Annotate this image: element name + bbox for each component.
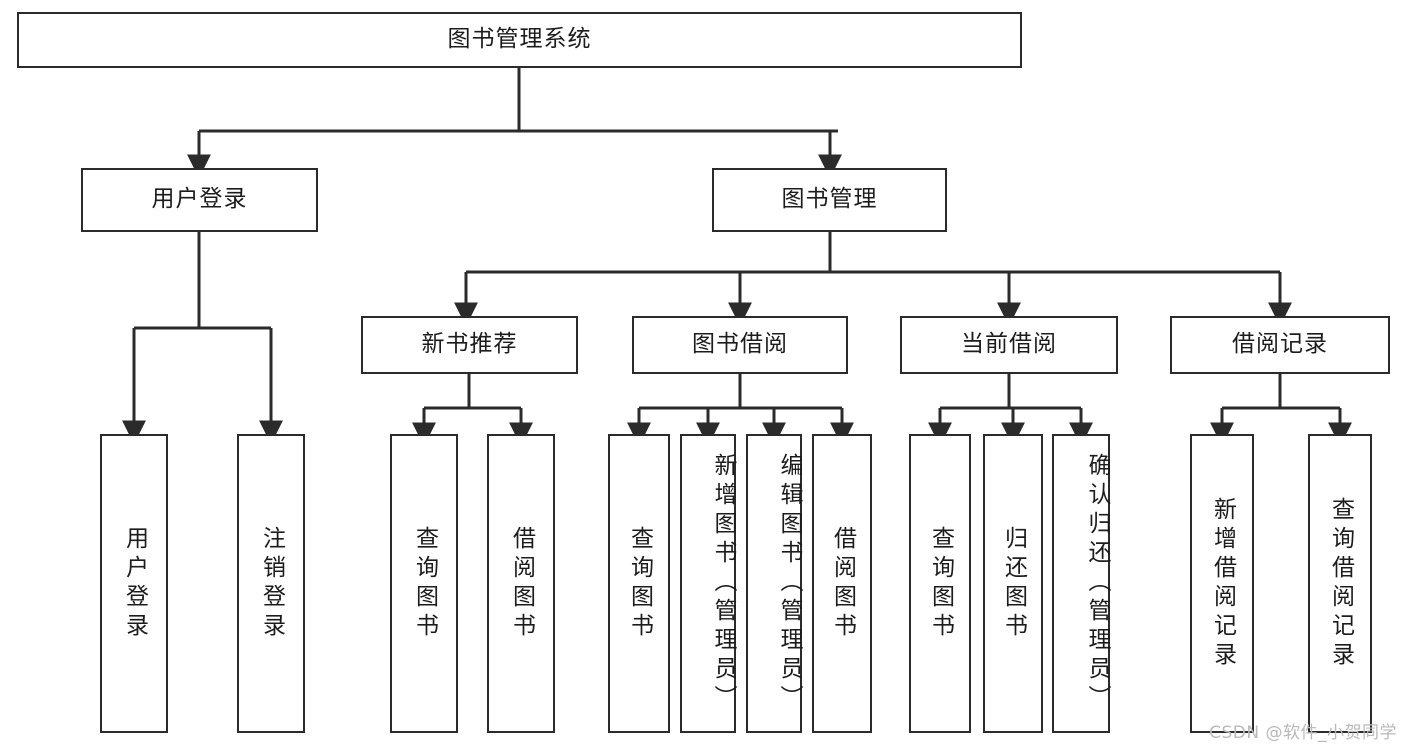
node-user-login[interactable]: 用户登录 xyxy=(81,168,318,232)
node-leaf-query-book-3[interactable]: 查询图书 xyxy=(909,434,971,733)
node-leaf-query-book-3-label: 查询图书 xyxy=(927,525,954,642)
node-new-book-recommend-label: 新书推荐 xyxy=(421,331,518,358)
node-root-label: 图书管理系统 xyxy=(447,26,592,53)
node-leaf-user-logout[interactable]: 注销登录 xyxy=(237,434,305,733)
node-leaf-return-book[interactable]: 归还图书 xyxy=(983,434,1043,733)
node-leaf-borrow-book-2[interactable]: 借阅图书 xyxy=(812,434,872,733)
node-leaf-add-book-admin[interactable]: 新增图书（管理员） xyxy=(680,434,736,733)
node-leaf-edit-book-admin[interactable]: 编辑图书（管理员） xyxy=(746,434,802,733)
node-leaf-query-book-2[interactable]: 查询图书 xyxy=(608,434,670,733)
node-leaf-return-book-label: 归还图书 xyxy=(1000,525,1027,642)
node-current-borrow-label: 当前借阅 xyxy=(961,331,1057,358)
node-leaf-query-borrow-record-label: 查询借阅记录 xyxy=(1327,496,1354,671)
node-leaf-query-book-2-label: 查询图书 xyxy=(626,525,653,642)
node-leaf-edit-book-admin-label: 编辑图书（管理员） xyxy=(776,453,802,714)
csdn-watermark: CSDN @软件_小贺同学 xyxy=(1209,723,1397,743)
node-leaf-user-logout-label: 注销登录 xyxy=(258,525,285,642)
node-leaf-confirm-return-admin[interactable]: 确认归还（管理员） xyxy=(1052,434,1110,733)
node-user-login-label: 用户登录 xyxy=(151,186,248,213)
node-book-manage-label: 图书管理 xyxy=(781,186,878,213)
node-leaf-add-book-admin-label: 新增图书（管理员） xyxy=(710,453,736,714)
node-leaf-query-borrow-record[interactable]: 查询借阅记录 xyxy=(1308,434,1372,733)
node-leaf-user-login[interactable]: 用户登录 xyxy=(100,434,168,733)
node-new-book-recommend[interactable]: 新书推荐 xyxy=(361,316,578,374)
node-leaf-borrow-book-2-label: 借阅图书 xyxy=(829,525,856,642)
node-borrow-record-label: 借阅记录 xyxy=(1232,331,1328,358)
node-leaf-query-book-1[interactable]: 查询图书 xyxy=(390,434,458,733)
node-leaf-query-book-1-label: 查询图书 xyxy=(411,525,438,642)
node-book-manage[interactable]: 图书管理 xyxy=(712,168,947,232)
node-leaf-user-login-label: 用户登录 xyxy=(121,525,148,642)
node-current-borrow[interactable]: 当前借阅 xyxy=(900,316,1118,374)
node-leaf-borrow-book-1[interactable]: 借阅图书 xyxy=(487,434,555,733)
node-root[interactable]: 图书管理系统 xyxy=(17,12,1022,68)
node-borrow-record[interactable]: 借阅记录 xyxy=(1170,316,1390,374)
node-leaf-add-borrow-record-label: 新增借阅记录 xyxy=(1209,496,1236,671)
node-leaf-add-borrow-record[interactable]: 新增借阅记录 xyxy=(1190,434,1254,733)
node-leaf-confirm-return-admin-label: 确认归还（管理员） xyxy=(1084,453,1110,714)
node-book-borrow-label: 图书借阅 xyxy=(692,331,788,358)
node-leaf-borrow-book-1-label: 借阅图书 xyxy=(508,525,535,642)
node-book-borrow[interactable]: 图书借阅 xyxy=(632,316,848,374)
